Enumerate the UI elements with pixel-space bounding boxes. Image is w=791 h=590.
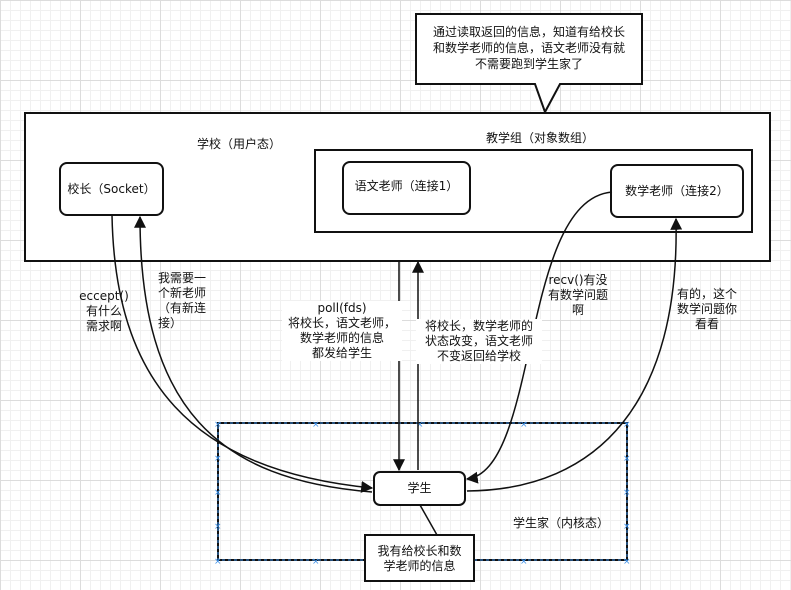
principal-label: 校长（Socket） bbox=[67, 182, 156, 196]
svg-text:×: × bbox=[214, 454, 222, 464]
svg-text:×: × bbox=[214, 557, 222, 567]
chinese-teacher-box bbox=[342, 161, 471, 215]
note-connector bbox=[419, 504, 438, 536]
svg-text:×: × bbox=[623, 557, 631, 567]
student-label: 学生 bbox=[407, 481, 432, 495]
math-teacher-label: 数学老师（连接2） bbox=[625, 184, 729, 198]
svg-text:×: × bbox=[214, 420, 222, 430]
svg-text:×: × bbox=[623, 488, 631, 498]
svg-text:×: × bbox=[520, 557, 528, 567]
arrow-accept bbox=[111, 214, 374, 493]
svg-text:×: × bbox=[520, 420, 528, 430]
math-teacher-box bbox=[610, 164, 744, 218]
svg-text:×: × bbox=[623, 522, 631, 532]
chinese-teacher-label: 语文老师（连接1） bbox=[354, 179, 459, 193]
school-title: 学校（用户态） bbox=[196, 137, 281, 151]
teaching-group-title: 教学组（对象数组） bbox=[485, 131, 594, 145]
recv-label: recv()有没 有数学问题 啊 bbox=[547, 273, 608, 317]
speech-bubble-text: 通过读取返回的信息，知道有给校长 和数学老师的信息，语文老师没有就 不需要跑到学… bbox=[432, 25, 625, 71]
student-note-label: 我有给校长和数 学老师的信息 bbox=[377, 544, 462, 573]
accept-question-label: eccept() 有什么 需求啊 bbox=[79, 289, 129, 333]
svg-text:×: × bbox=[214, 488, 222, 498]
svg-text:×: × bbox=[416, 420, 424, 430]
poll-label: poll(fds) 将校长，语文老师， 数学老师的信息 都发给学生 bbox=[282, 301, 402, 361]
principal-box bbox=[59, 162, 164, 216]
svg-text:×: × bbox=[312, 420, 320, 430]
student-box bbox=[373, 471, 466, 506]
student-note-box bbox=[364, 534, 475, 582]
reply-label: 有的，这个 数学问题你 看看 bbox=[676, 287, 737, 331]
svg-text:×: × bbox=[214, 522, 222, 532]
svg-text:×: × bbox=[623, 420, 631, 430]
arrow-reply bbox=[466, 217, 683, 492]
arrow-need-teacher bbox=[134, 215, 373, 493]
poll-return-label: 将校长，数学老师的 状态改变，语文老师 不变返回给学校 bbox=[416, 319, 542, 364]
svg-text:×: × bbox=[623, 454, 631, 464]
student-home-title: 学生家（内核态） bbox=[512, 516, 609, 530]
speech-bubble bbox=[415, 13, 643, 115]
need-teacher-label: 我需要一 个新老师 （有新连 接） bbox=[158, 271, 207, 330]
svg-text:×: × bbox=[312, 557, 320, 567]
